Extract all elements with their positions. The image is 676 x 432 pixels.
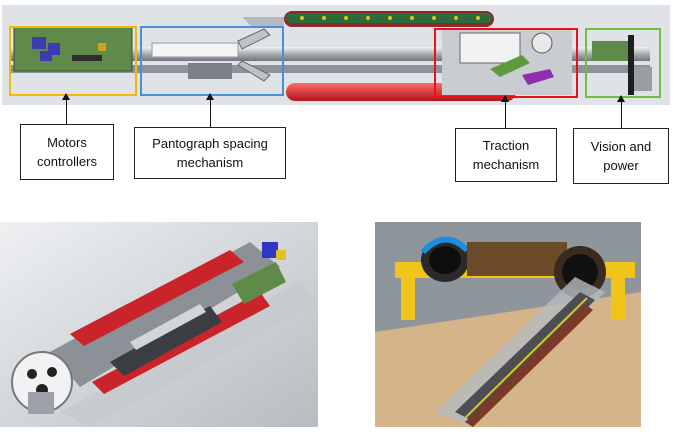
vision-connector-line	[621, 99, 622, 128]
pantograph-highlight	[140, 26, 284, 96]
vision-arrowhead	[617, 95, 625, 102]
prototype-photo-drawing	[375, 222, 641, 427]
motors-controllers-highlight	[9, 26, 137, 96]
label-traction-mechanism: Traction mechanism	[455, 128, 557, 182]
motors-connector-line	[66, 97, 67, 124]
motors-arrowhead	[62, 93, 70, 100]
vision-power-highlight	[585, 28, 661, 98]
prototype-photo	[375, 222, 641, 427]
label-motors-controllers: Motors controllers	[20, 124, 114, 180]
cad-3d-render	[0, 222, 318, 427]
traction-arrowhead	[501, 95, 509, 102]
traction-connector-line	[505, 99, 506, 128]
robot-3d-render-drawing	[0, 222, 318, 427]
pantograph-connector-line	[210, 97, 211, 127]
pantograph-arrowhead	[206, 93, 214, 100]
label-vision-and-power: Vision and power	[573, 128, 669, 184]
traction-highlight	[434, 28, 578, 98]
label-pantograph-spacing-mechanism: Pantograph spacing mechanism	[134, 127, 286, 179]
